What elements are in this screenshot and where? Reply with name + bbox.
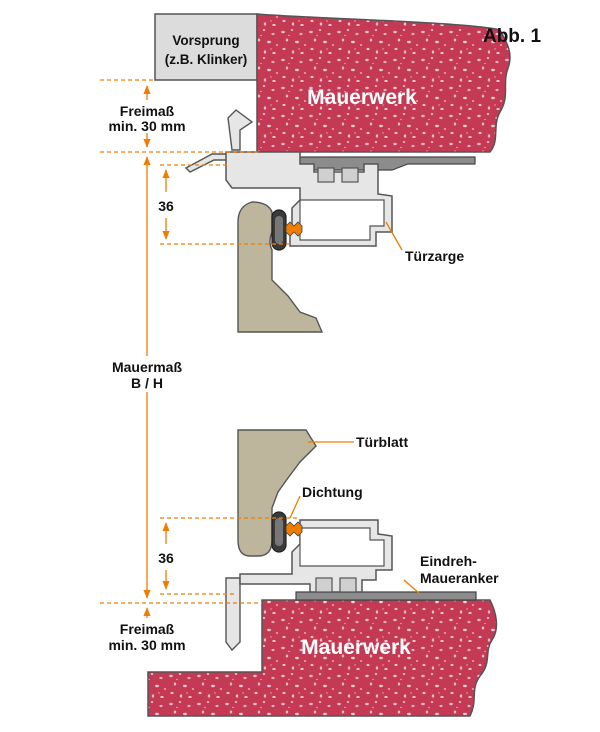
dim-36-top: 36: [158, 198, 174, 214]
freimass-bottom-line2: min. 30 mm: [108, 637, 185, 653]
label-dichtung: Dichtung: [302, 484, 363, 500]
freimass-bottom-line1: Freimaß: [120, 621, 175, 637]
door-leaf-top: [237, 201, 324, 333]
anchor-clip-top-a: [317, 167, 335, 183]
freimass-top-line2: min. 30 mm: [108, 118, 185, 134]
anchor-clip-bottom-a: [315, 577, 333, 593]
freimass-top-line1: Freimaß: [120, 103, 175, 119]
seal-fin-bottom: [285, 521, 303, 537]
mauermass-line1: Mauermaß: [112, 359, 182, 375]
frame-profile-bottom-leg: [225, 577, 241, 652]
label-tuerblatt: Türblatt: [356, 434, 408, 450]
masonry-top-label: Mauerwerk: [307, 86, 417, 109]
ledge-label-line2: (z.B. Klinker): [165, 52, 248, 67]
dimension-lines: [100, 79, 300, 618]
frame-profile-top-lip: [184, 153, 233, 173]
frame-profile-top-leg: [227, 109, 254, 151]
callout-leaders: [289, 221, 421, 595]
masonry-bottom: [147, 599, 498, 717]
seal-fin-top: [285, 221, 303, 237]
figure-label: Abb. 1: [483, 26, 541, 47]
mauermass-line2: B / H: [131, 375, 163, 391]
anchor-clip-top-b: [341, 167, 359, 183]
ledge: [154, 13, 258, 81]
label-tuerzarge: Türzarge: [405, 248, 464, 264]
anchor-clip-bottom-b: [339, 577, 357, 593]
label-anker-line1: Eindreh-: [420, 553, 477, 569]
door-leaf-bottom: [237, 429, 317, 557]
wall-anchor-bottom: [295, 591, 477, 601]
masonry-top: [256, 13, 511, 153]
label-anker-line2: Maueranker: [420, 570, 499, 586]
frame-profile-top-inner: [299, 199, 385, 241]
dim-36-bottom: 36: [158, 550, 174, 566]
ledge-label-line1: Vorsprung: [172, 33, 239, 48]
frame-profile-bottom-inner: [299, 527, 385, 567]
masonry-bottom-label: Mauerwerk: [301, 636, 411, 659]
